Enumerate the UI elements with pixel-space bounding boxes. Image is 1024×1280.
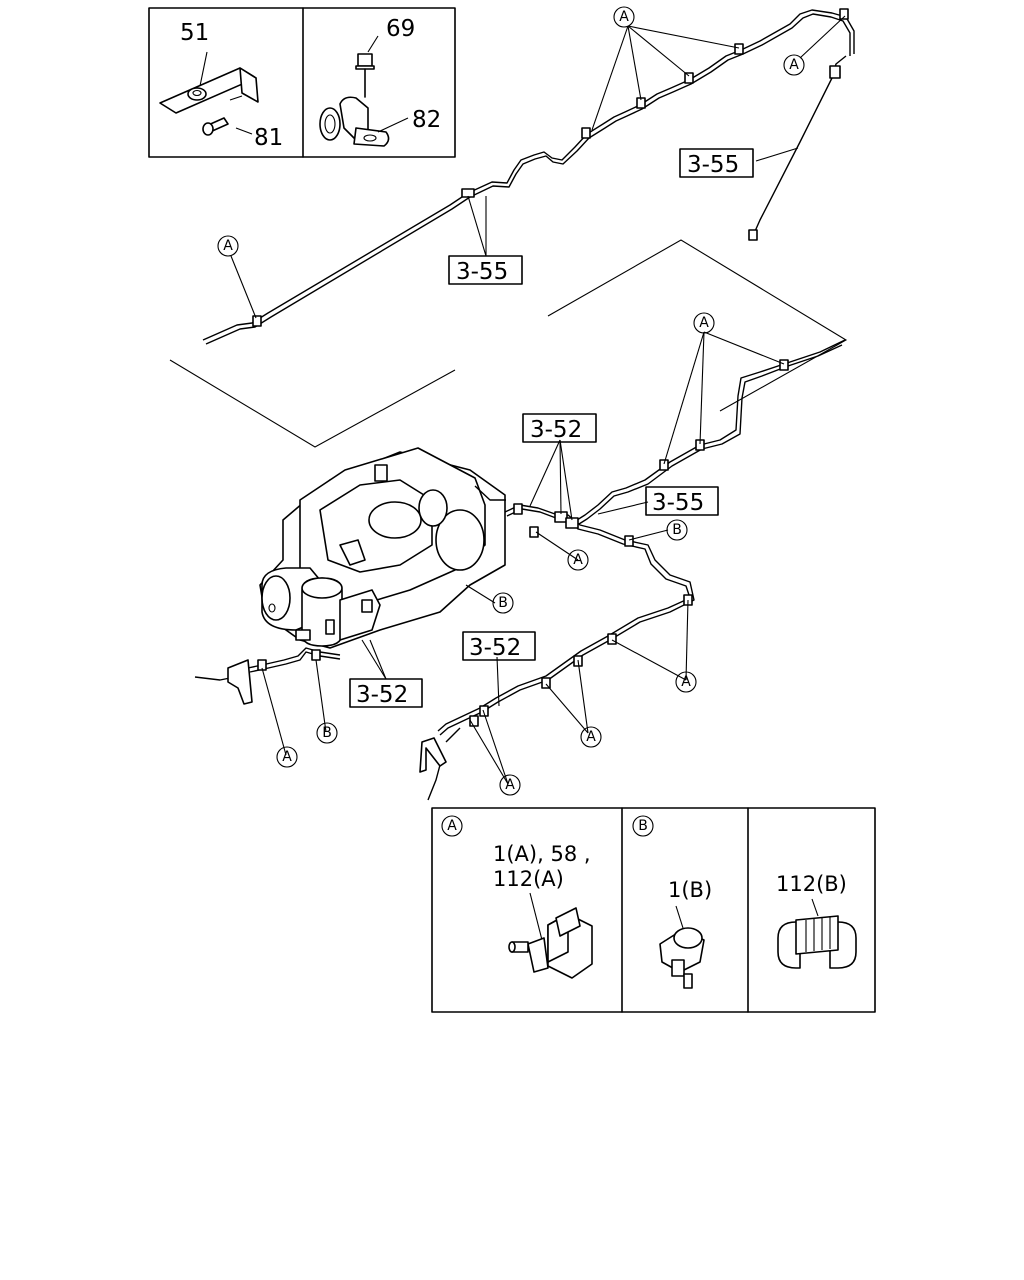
clip-112b-icon [777,915,857,969]
ref-3-55-top: 3-55 [456,259,508,285]
panel-c-label: 112(B) [776,872,847,896]
marker-a-upper-left: A [217,235,239,257]
lower-right-pipe [576,339,846,525]
svg-text:A: A [282,749,292,765]
svg-text:B: B [498,595,508,611]
panel-a-line2: 112(A) [493,867,564,891]
svg-text:A: A [573,552,583,568]
marker-a-lower-right: A [675,671,697,693]
panel-c-leader [811,898,819,917]
marker-a-upper-right: A [783,54,805,76]
svg-text:B: B [638,818,648,834]
svg-text:A: A [223,238,233,254]
module-assembly [259,447,506,649]
panel-a-marker: A [441,815,463,837]
leader-69 [367,35,379,53]
marker-a-top: A [613,6,635,28]
leader-81 [235,127,253,135]
left-frame-outline [169,359,456,448]
leader-lines [230,15,846,785]
label-81: 81 [254,125,283,151]
leader-51 [199,51,208,87]
ref-3-52-left: 3-52 [356,682,408,708]
panel-a-leader [529,892,543,941]
ref-3-55-middle: 3-55 [652,490,704,516]
svg-text:A: A [586,729,596,745]
ref-3-52-middle: 3-52 [530,417,582,443]
svg-text:A: A [447,818,457,834]
upper-pipe [202,8,855,345]
panel-b-label: 1(B) [668,878,712,902]
marker-a-lower-middle: A [580,726,602,748]
svg-text:A: A [619,9,629,25]
top-inset-frame [148,7,456,158]
frame-outline [169,239,848,448]
callout-markers: A A A A B A B A [217,6,805,796]
marker-b-right: B [666,519,688,541]
label-51: 51 [180,20,209,46]
label-69: 69 [386,16,415,42]
top-inset: 51 81 69 82 [148,7,456,158]
svg-text:A: A [505,777,515,793]
ref-3-52-lower: 3-52 [469,635,521,661]
leader-82 [377,117,409,133]
marker-b-lower-left: B [316,722,338,744]
marker-a-right: A [693,312,715,334]
bottom-inset-frame [431,807,876,1013]
panel-a-line1: 1(A), 58 , [493,842,591,866]
bolt-69-icon [355,53,375,98]
right-frame-outline [547,239,848,412]
panel-b-leader [675,905,684,929]
ref-3-55-upper-right: 3-55 [687,152,739,178]
svg-text:A: A [681,674,691,690]
svg-text:A: A [699,315,709,331]
marker-b-middle: B [492,592,514,614]
svg-text:B: B [672,522,682,538]
clip-a-icon [508,907,593,979]
panel-b-marker: B [632,815,654,837]
clip-82-icon [319,96,390,147]
label-82: 82 [412,107,441,133]
bottom-inset: A 1(A), 58 , 112(A) B 1(B) 112(B) [431,807,876,1013]
upper-clips [252,8,849,327]
bolt-81-icon [202,117,229,136]
reference-boxes: 3-55 3-55 3-55 3-52 3-52 3-52 [349,148,754,708]
marker-a-middle: A [567,549,589,571]
bracket-part-icon [159,67,259,114]
marker-a-bottom: A [499,774,521,796]
svg-text:A: A [789,57,799,73]
marker-a-lower-left: A [276,746,298,768]
lower-pipes [194,485,695,801]
svg-text:B: B [322,725,332,741]
clip-b-icon [659,927,705,989]
